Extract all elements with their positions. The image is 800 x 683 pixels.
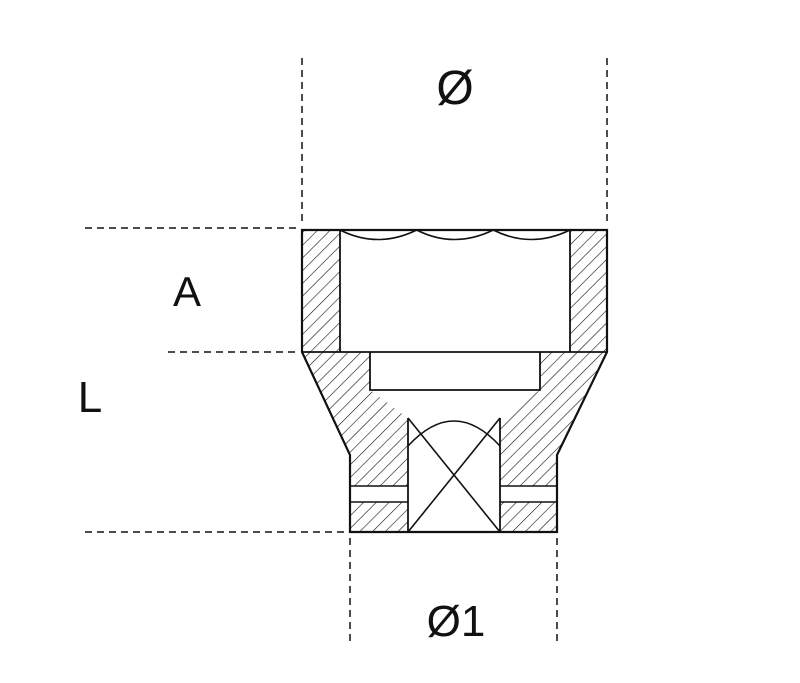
label-total-length: L	[78, 373, 102, 422]
dimension-labels: Ø A L Ø1	[78, 62, 486, 646]
drive-diagonal-2	[407, 417, 501, 533]
hatch-bottom-right-wall	[500, 502, 557, 532]
label-base-diameter: Ø1	[427, 597, 486, 646]
hatch-top-right-wall	[570, 230, 607, 352]
hatch-mid-left-wall	[302, 352, 408, 486]
square-drive	[350, 417, 557, 533]
label-outer-diameter: Ø	[436, 62, 473, 115]
hatch-top-left-wall	[302, 230, 340, 352]
hex-opening	[302, 229, 607, 391]
dimension-lines	[85, 58, 608, 642]
hex-recess	[369, 352, 541, 391]
hatch-bottom-left-wall	[350, 502, 408, 532]
section-hatching	[302, 230, 607, 532]
hatch-mid-right-wall	[500, 352, 607, 486]
ball-recess-arc	[407, 420, 501, 447]
outer-profile	[300, 228, 609, 534]
hex-opening-arcs	[339, 229, 571, 241]
label-head-depth: A	[173, 268, 201, 315]
